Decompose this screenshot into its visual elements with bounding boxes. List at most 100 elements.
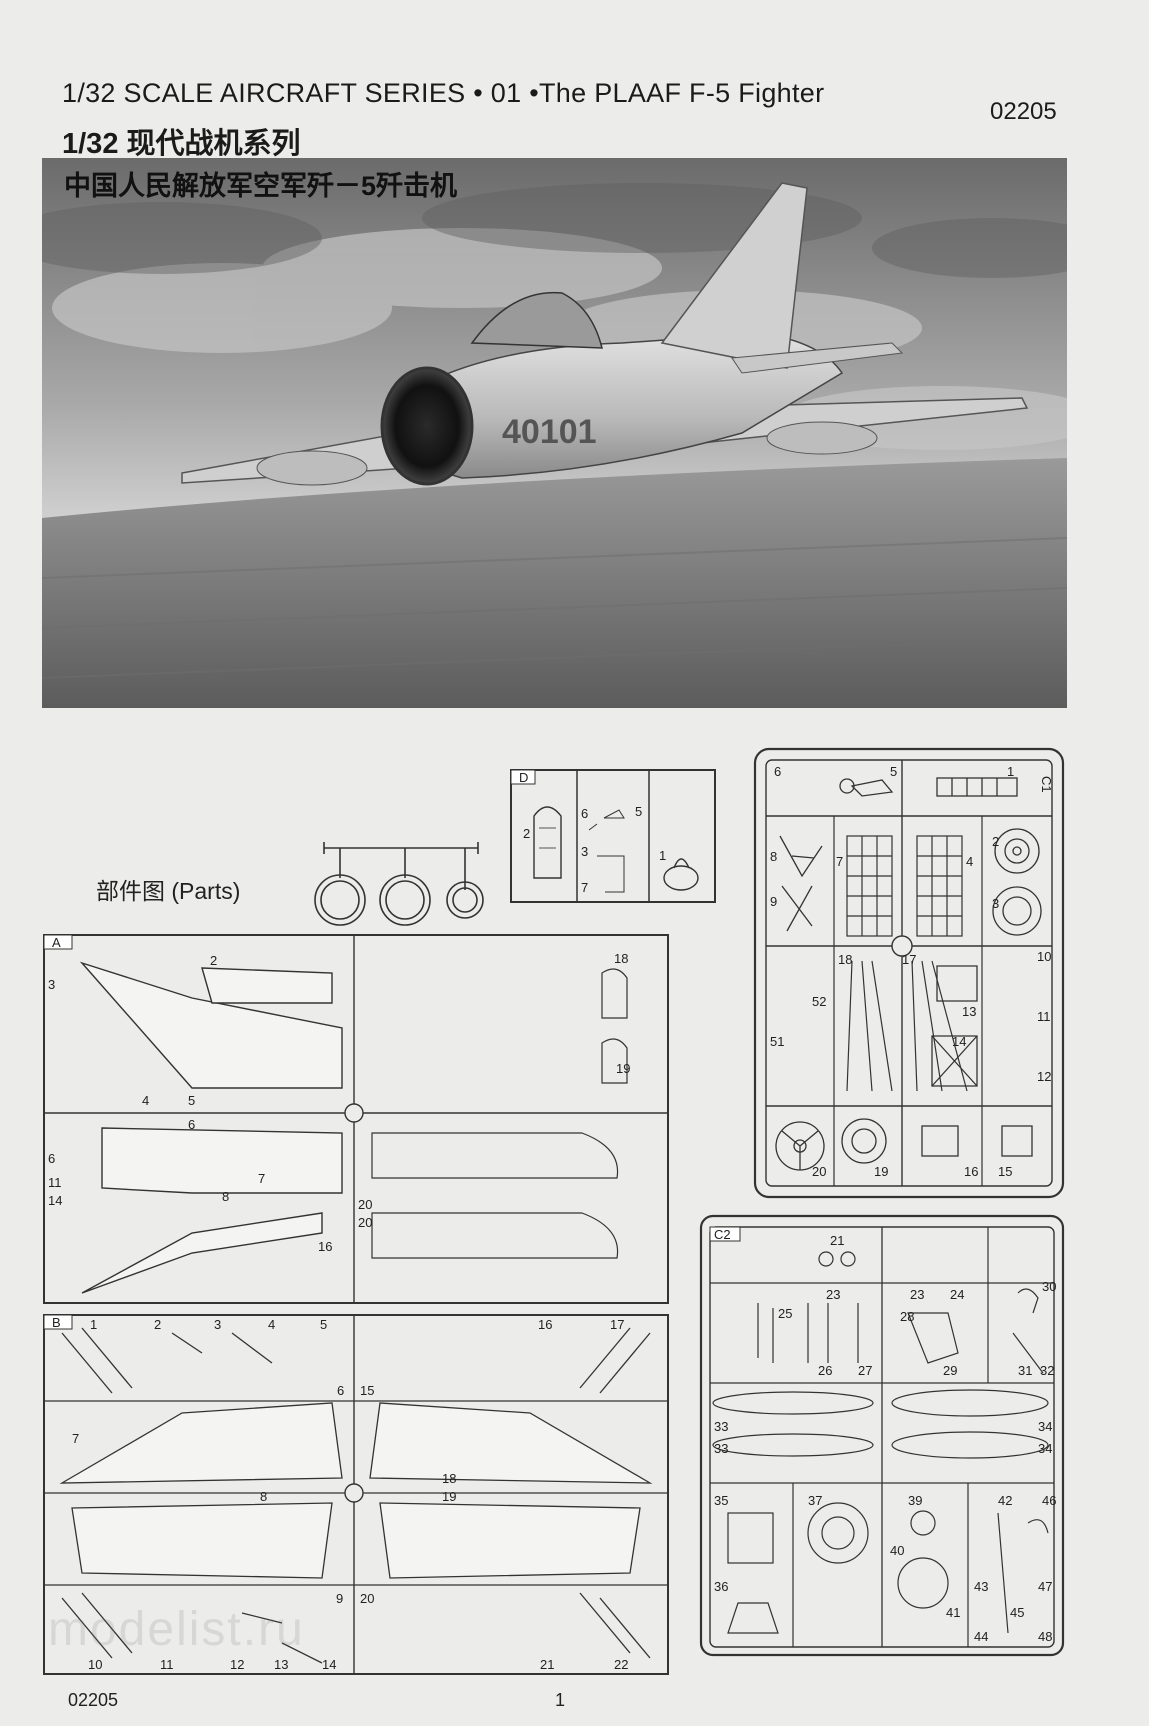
b-num-10: 10 xyxy=(88,1657,102,1672)
sprue-d: D 2 1 3 5 6 7 xyxy=(510,769,716,903)
sprue-d-num-7: 7 xyxy=(581,880,588,895)
b-num-17: 17 xyxy=(610,1317,624,1332)
c2-num-32: 32 xyxy=(1040,1363,1054,1378)
c1-num-8: 8 xyxy=(770,849,777,864)
kit-code: 02205 xyxy=(990,98,1057,125)
sprue-d-num-6: 6 xyxy=(581,806,588,821)
c2-num-43: 43 xyxy=(974,1579,988,1594)
c2-num-30: 30 xyxy=(1042,1279,1056,1294)
b-num-18: 18 xyxy=(442,1471,456,1486)
c1-num-4: 4 xyxy=(966,854,973,869)
c2-num-27: 27 xyxy=(858,1363,872,1378)
c1-num-52: 52 xyxy=(812,994,826,1009)
a-num-6: 6 xyxy=(188,1117,195,1132)
b-num-13: 13 xyxy=(274,1657,288,1672)
c1-num-1: 1 xyxy=(1007,764,1014,779)
c2-num-23a: 23 xyxy=(826,1287,840,1302)
b-num-9: 9 xyxy=(336,1591,343,1606)
page-number: 1 xyxy=(555,1690,566,1710)
b-num-5: 5 xyxy=(320,1317,327,1332)
c1-num-11: 11 xyxy=(1037,1009,1051,1024)
c2-num-45: 45 xyxy=(1010,1605,1024,1620)
series-title: 1/32 SCALE AIRCRAFT SERIES • 01 •The PLA… xyxy=(62,78,825,108)
b-num-20: 20 xyxy=(360,1591,374,1606)
a-num-7: 7 xyxy=(258,1171,265,1186)
c2-num-31: 31 xyxy=(1018,1363,1032,1378)
b-num-3: 3 xyxy=(214,1317,221,1332)
b-num-16: 16 xyxy=(538,1317,552,1332)
box-artwork: 40101 中国人民解放军空军歼－5歼击机 xyxy=(42,158,1067,708)
c1-num-12: 12 xyxy=(1037,1069,1051,1084)
clear-parts-sprue xyxy=(314,842,484,926)
a-num-8: 8 xyxy=(222,1189,229,1204)
a-num-14: 16 xyxy=(318,1239,332,1254)
sprue-d-num-1: 1 xyxy=(659,848,666,863)
c1-num-18: 18 xyxy=(838,952,852,967)
sprue-c1-letter: C1 xyxy=(1039,776,1054,793)
c2-num-40: 40 xyxy=(890,1543,904,1558)
c2-num-23b: 23 xyxy=(910,1287,924,1302)
a-num-16: 18 xyxy=(614,951,628,966)
c2-num-44: 44 xyxy=(974,1629,988,1644)
c2-num-41: 41 xyxy=(946,1605,960,1620)
a-num-2: 2 xyxy=(210,953,217,968)
c1-num-13: 13 xyxy=(962,1004,976,1019)
c2-num-46: 46 xyxy=(1042,1493,1056,1508)
c1-num-20: 20 xyxy=(812,1164,826,1179)
a-num-18: 19 xyxy=(616,1061,630,1076)
c2-num-48: 48 xyxy=(1038,1629,1052,1644)
watermark: modelist.ru xyxy=(48,1603,305,1656)
sprue-d-letter: D xyxy=(519,770,528,785)
c2-num-26: 26 xyxy=(818,1363,832,1378)
a-num-4: 4 xyxy=(142,1093,149,1108)
c2-num-39: 39 xyxy=(908,1493,922,1508)
c1-num-16: 16 xyxy=(964,1164,978,1179)
parts-label: 部件图 (Parts) xyxy=(96,878,241,904)
sprue-d-num-5: 5 xyxy=(635,804,642,819)
a-num-20: 20 xyxy=(358,1215,372,1230)
c2-num-42: 42 xyxy=(998,1493,1012,1508)
sprue-b-letter: B xyxy=(52,1315,61,1330)
c2-num-36: 36 xyxy=(714,1579,728,1594)
b-num-1: 1 xyxy=(90,1317,97,1332)
b-num-8: 8 xyxy=(260,1489,267,1504)
b-num-2: 2 xyxy=(154,1317,161,1332)
b-num-14: 14 xyxy=(322,1657,336,1672)
artwork-cn-title: 中国人民解放军空军歼－5歼击机 xyxy=(64,171,458,201)
artwork-illustration: 40101 xyxy=(42,158,1067,708)
c2-num-47: 47 xyxy=(1038,1579,1052,1594)
a-num-11: 14 xyxy=(48,1193,62,1208)
c2-num-33b: 33 xyxy=(714,1441,728,1456)
c2-num-34a: 34 xyxy=(1038,1419,1052,1434)
a-num-6b: 6 xyxy=(48,1151,55,1166)
footer-kit-code: 02205 xyxy=(68,1690,119,1710)
c2-num-29: 29 xyxy=(943,1363,957,1378)
b-num-7: 7 xyxy=(72,1431,79,1446)
c1-num-7: 7 xyxy=(836,854,843,869)
cn-series-title: 1/32 现代战机系列 xyxy=(62,128,301,160)
c2-num-34b: 34 xyxy=(1038,1441,1052,1456)
c2-num-25: 25 xyxy=(778,1306,792,1321)
c1-num-51: 51 xyxy=(770,1034,784,1049)
sprue-b: B 1 2 3 4 5 6 7 8 9 10 11 12 13 14 15 16… xyxy=(43,1314,669,1675)
b-num-11: 11 xyxy=(160,1657,174,1672)
c2-num-21: 21 xyxy=(830,1233,844,1248)
sprue-c2-letter: C2 xyxy=(714,1227,731,1242)
sprue-a: A 2 3 4 5 6 6 7 11 14 8 16 18 19 20 20 xyxy=(43,934,669,1304)
b-num-19: 19 xyxy=(442,1489,456,1504)
fuselage-number: 40101 xyxy=(502,413,597,451)
b-num-22: 22 xyxy=(614,1657,628,1672)
b-num-6: 6 xyxy=(337,1383,344,1398)
sprue-c2: C2 21 23 23 24 25 26 27 28 29 30 31 32 3… xyxy=(699,1214,1065,1657)
b-num-21: 21 xyxy=(540,1657,554,1672)
c1-num-9: 9 xyxy=(770,894,777,909)
b-num-12: 12 xyxy=(230,1657,244,1672)
b-num-15: 15 xyxy=(360,1383,374,1398)
c1-num-10: 10 xyxy=(1037,949,1051,964)
sprue-d-num-2: 2 xyxy=(523,826,530,841)
c1-num-2: 2 xyxy=(992,834,999,849)
c1-num-19: 19 xyxy=(874,1164,888,1179)
a-num-19: 20 xyxy=(358,1197,372,1212)
c1-num-17: 17 xyxy=(902,952,916,967)
c1-num-5: 5 xyxy=(890,764,897,779)
